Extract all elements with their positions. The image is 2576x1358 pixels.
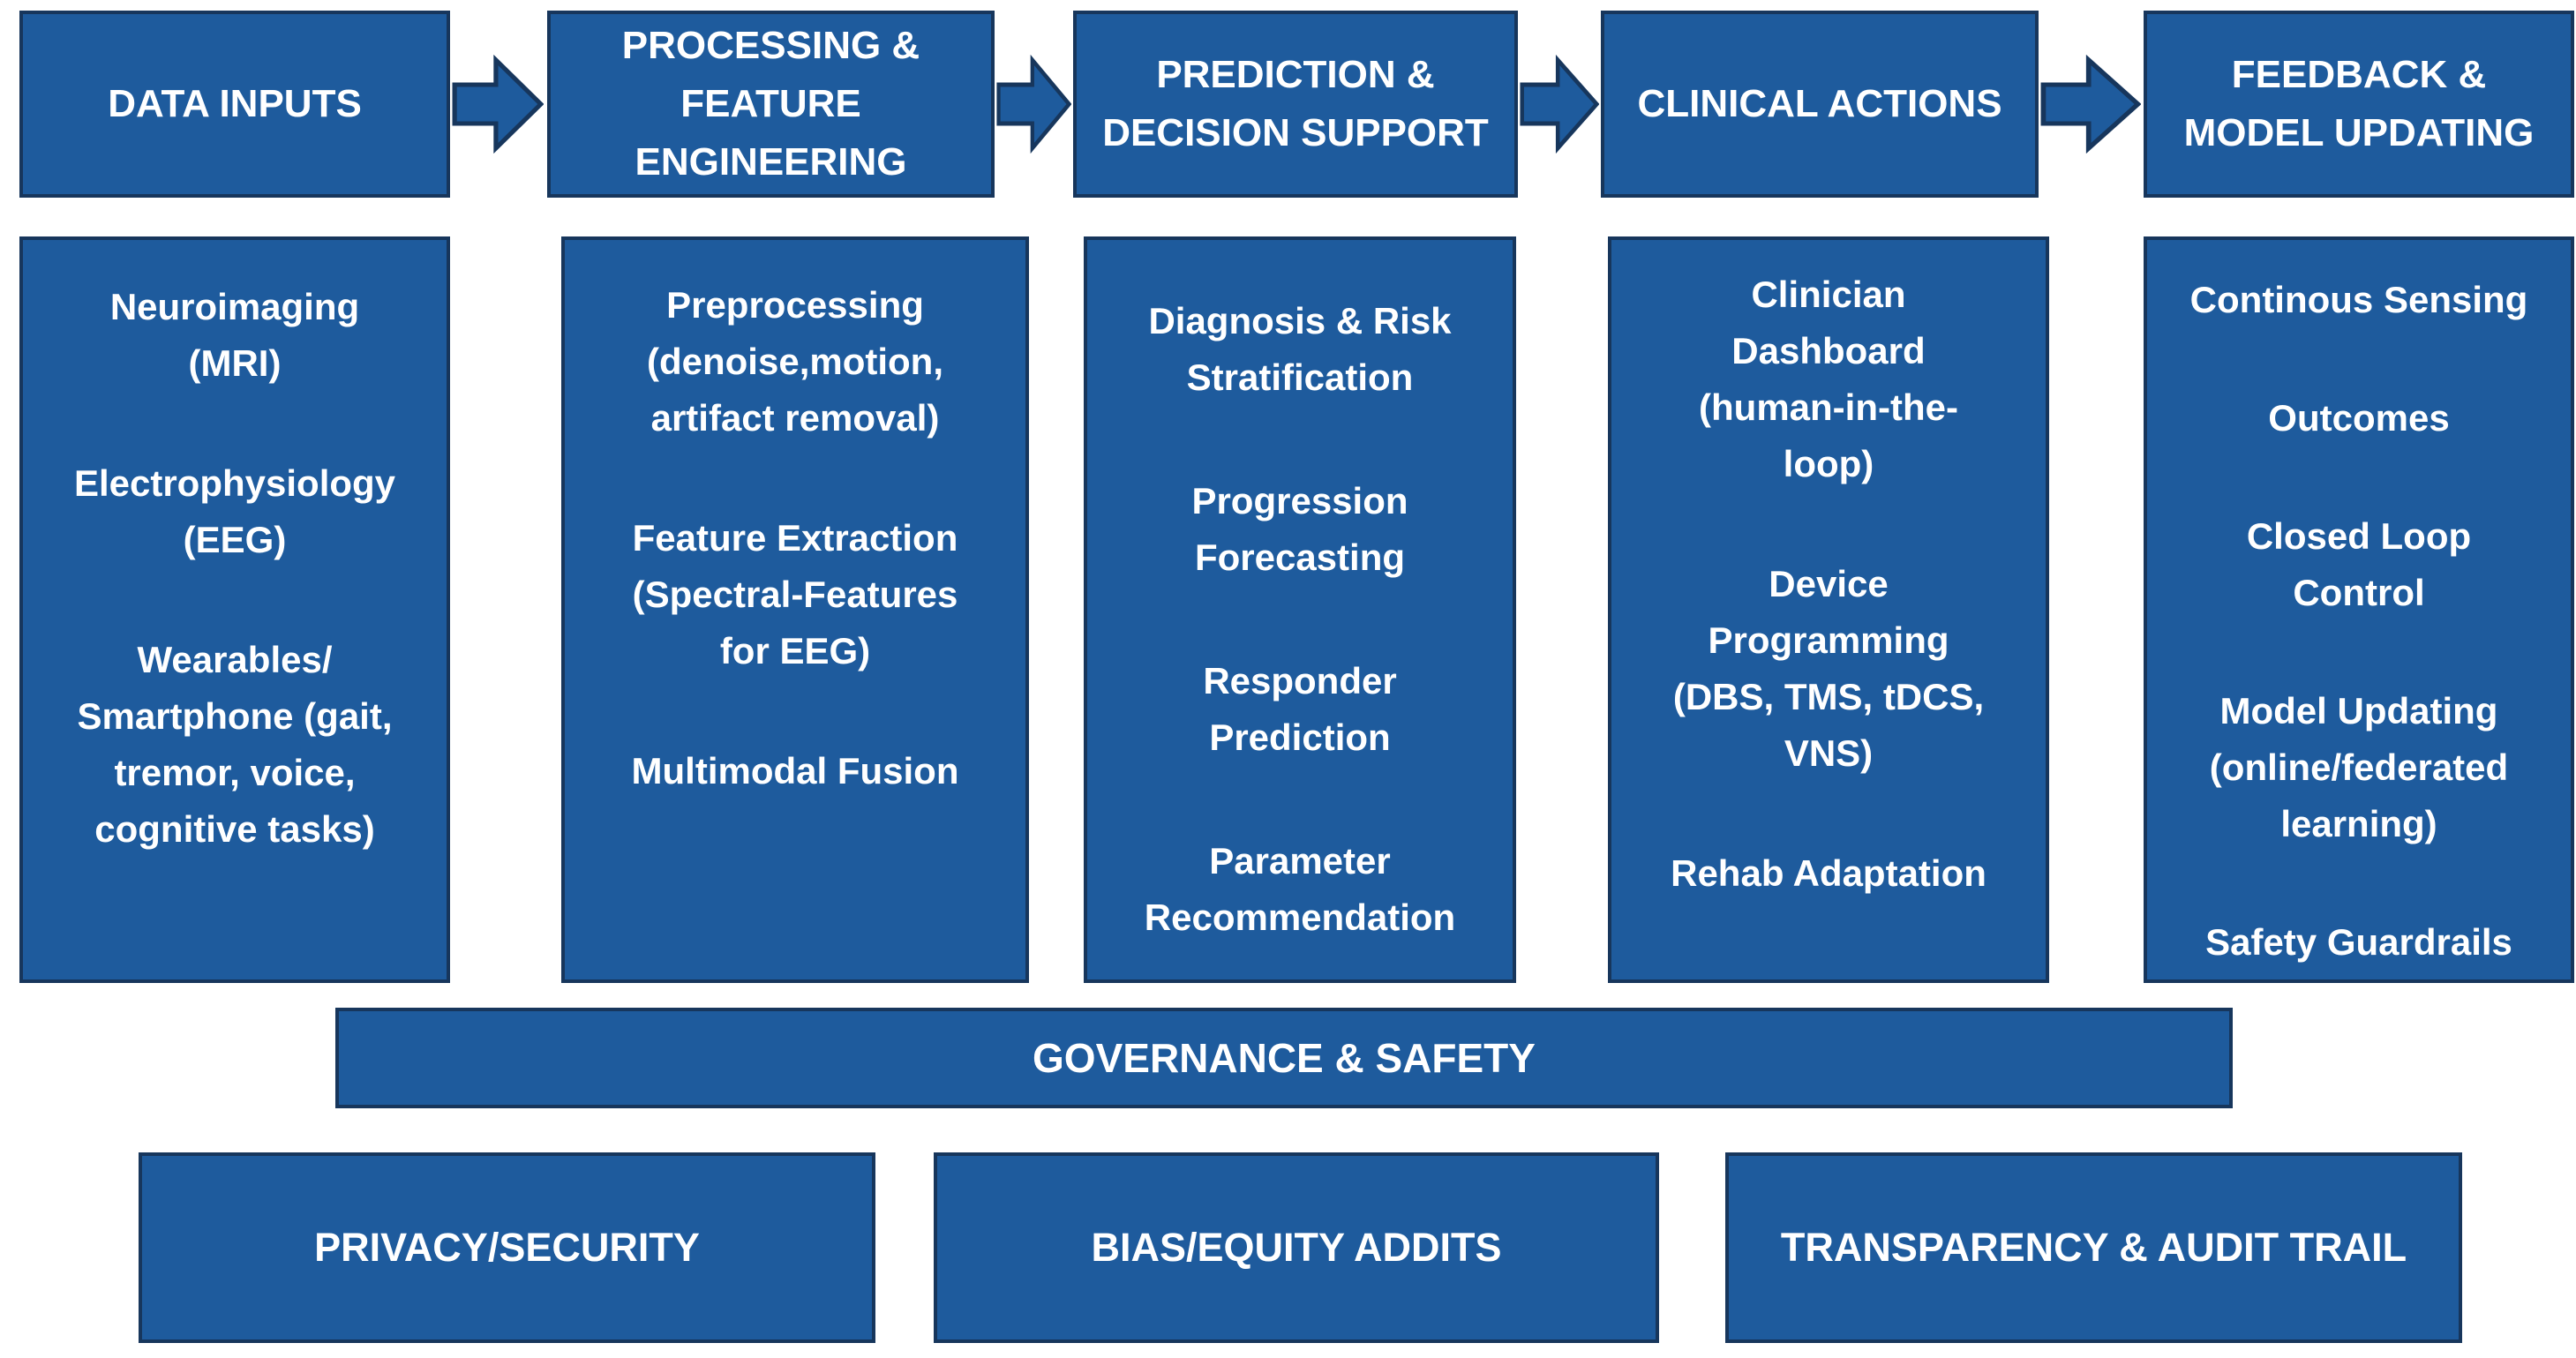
- stage-items-prediction-decision-support: Diagnosis & Risk Stratification Progress…: [1084, 236, 1516, 983]
- pipeline-item-neuroimaging: Neuroimaging (MRI): [109, 286, 360, 384]
- pipeline-item-wearables-smartphone: Wearables/ Smartphone (gait, tremor, voi…: [77, 639, 393, 850]
- pipeline-item-parameter-recommendation: Parameter Recommendation: [1144, 840, 1456, 938]
- stage-header-clinical-actions: CLINICAL ACTIONS: [1601, 11, 2039, 198]
- pipeline-item-device-programming: Device Programming (DBS, TMS, tDCS, VNS): [1672, 563, 1985, 774]
- pipeline-item-rehab-adaptation: Rehab Adaptation: [1671, 852, 1986, 894]
- pipeline-item-model-updating: Model Updating (online/federated learnin…: [2209, 690, 2509, 844]
- flow-arrow-right-icon: [452, 55, 544, 154]
- pipeline-item-outcomes: Outcomes: [2268, 397, 2450, 439]
- stage-items-processing-feature-engineering: Preprocessing (denoise,motion, artifact …: [561, 236, 1029, 983]
- governance-safety-bar: GOVERNANCE & SAFETY: [335, 1008, 2233, 1108]
- governance-box-bias-equity-addits: BIAS/EQUITY ADDITS: [934, 1152, 1659, 1343]
- stage-items-data-inputs: Neuroimaging (MRI) Electrophysiology (EE…: [19, 236, 450, 983]
- pipeline-item-electrophysiology: Electrophysiology (EEG): [73, 462, 396, 560]
- stage-header-prediction-decision-support: PREDICTION & DECISION SUPPORT: [1073, 11, 1518, 198]
- pipeline-item-preprocessing: Preprocessing (denoise,motion, artifact …: [647, 284, 943, 439]
- stage-header-processing-feature-engineering: PROCESSING & FEATURE ENGINEERING: [547, 11, 995, 198]
- pipeline-item-clinician-dashboard: Clinician Dashboard (human-in-the- loop): [1699, 274, 1958, 484]
- pipeline-item-multimodal-fusion: Multimodal Fusion: [631, 750, 959, 792]
- stage-items-feedback-model-updating: Continous Sensing Outcomes Closed Loop C…: [2144, 236, 2574, 983]
- pipeline-item-safety-guardrails: Safety Guardrails: [2205, 921, 2512, 963]
- pipeline-item-progression-forecasting: Progression Forecasting: [1191, 480, 1408, 578]
- flow-arrow-right-icon: [996, 55, 1071, 154]
- pipeline-item-diagnosis-risk-stratification: Diagnosis & Risk Stratification: [1148, 300, 1452, 398]
- governance-box-transparency-audit-trail: TRANSPARENCY & AUDIT TRAIL: [1725, 1152, 2462, 1343]
- stage-header-feedback-model-updating: FEEDBACK & MODEL UPDATING: [2144, 11, 2574, 198]
- pipeline-item-closed-loop-control: Closed Loop Control: [2246, 515, 2472, 613]
- governance-box-privacy-security: PRIVACY/SECURITY: [139, 1152, 875, 1343]
- stage-items-clinical-actions: Clinician Dashboard (human-in-the- loop)…: [1608, 236, 2049, 983]
- flow-arrow-right-icon: [1520, 55, 1599, 154]
- pipeline-item-feature-extraction: Feature Extraction (Spectral-Features fo…: [632, 517, 958, 671]
- flow-arrow-right-icon: [2040, 55, 2141, 154]
- pipeline-item-continous-sensing: Continous Sensing: [2189, 279, 2528, 320]
- pipeline-item-responder-prediction: Responder Prediction: [1203, 660, 1397, 758]
- stage-header-data-inputs: DATA INPUTS: [19, 11, 450, 198]
